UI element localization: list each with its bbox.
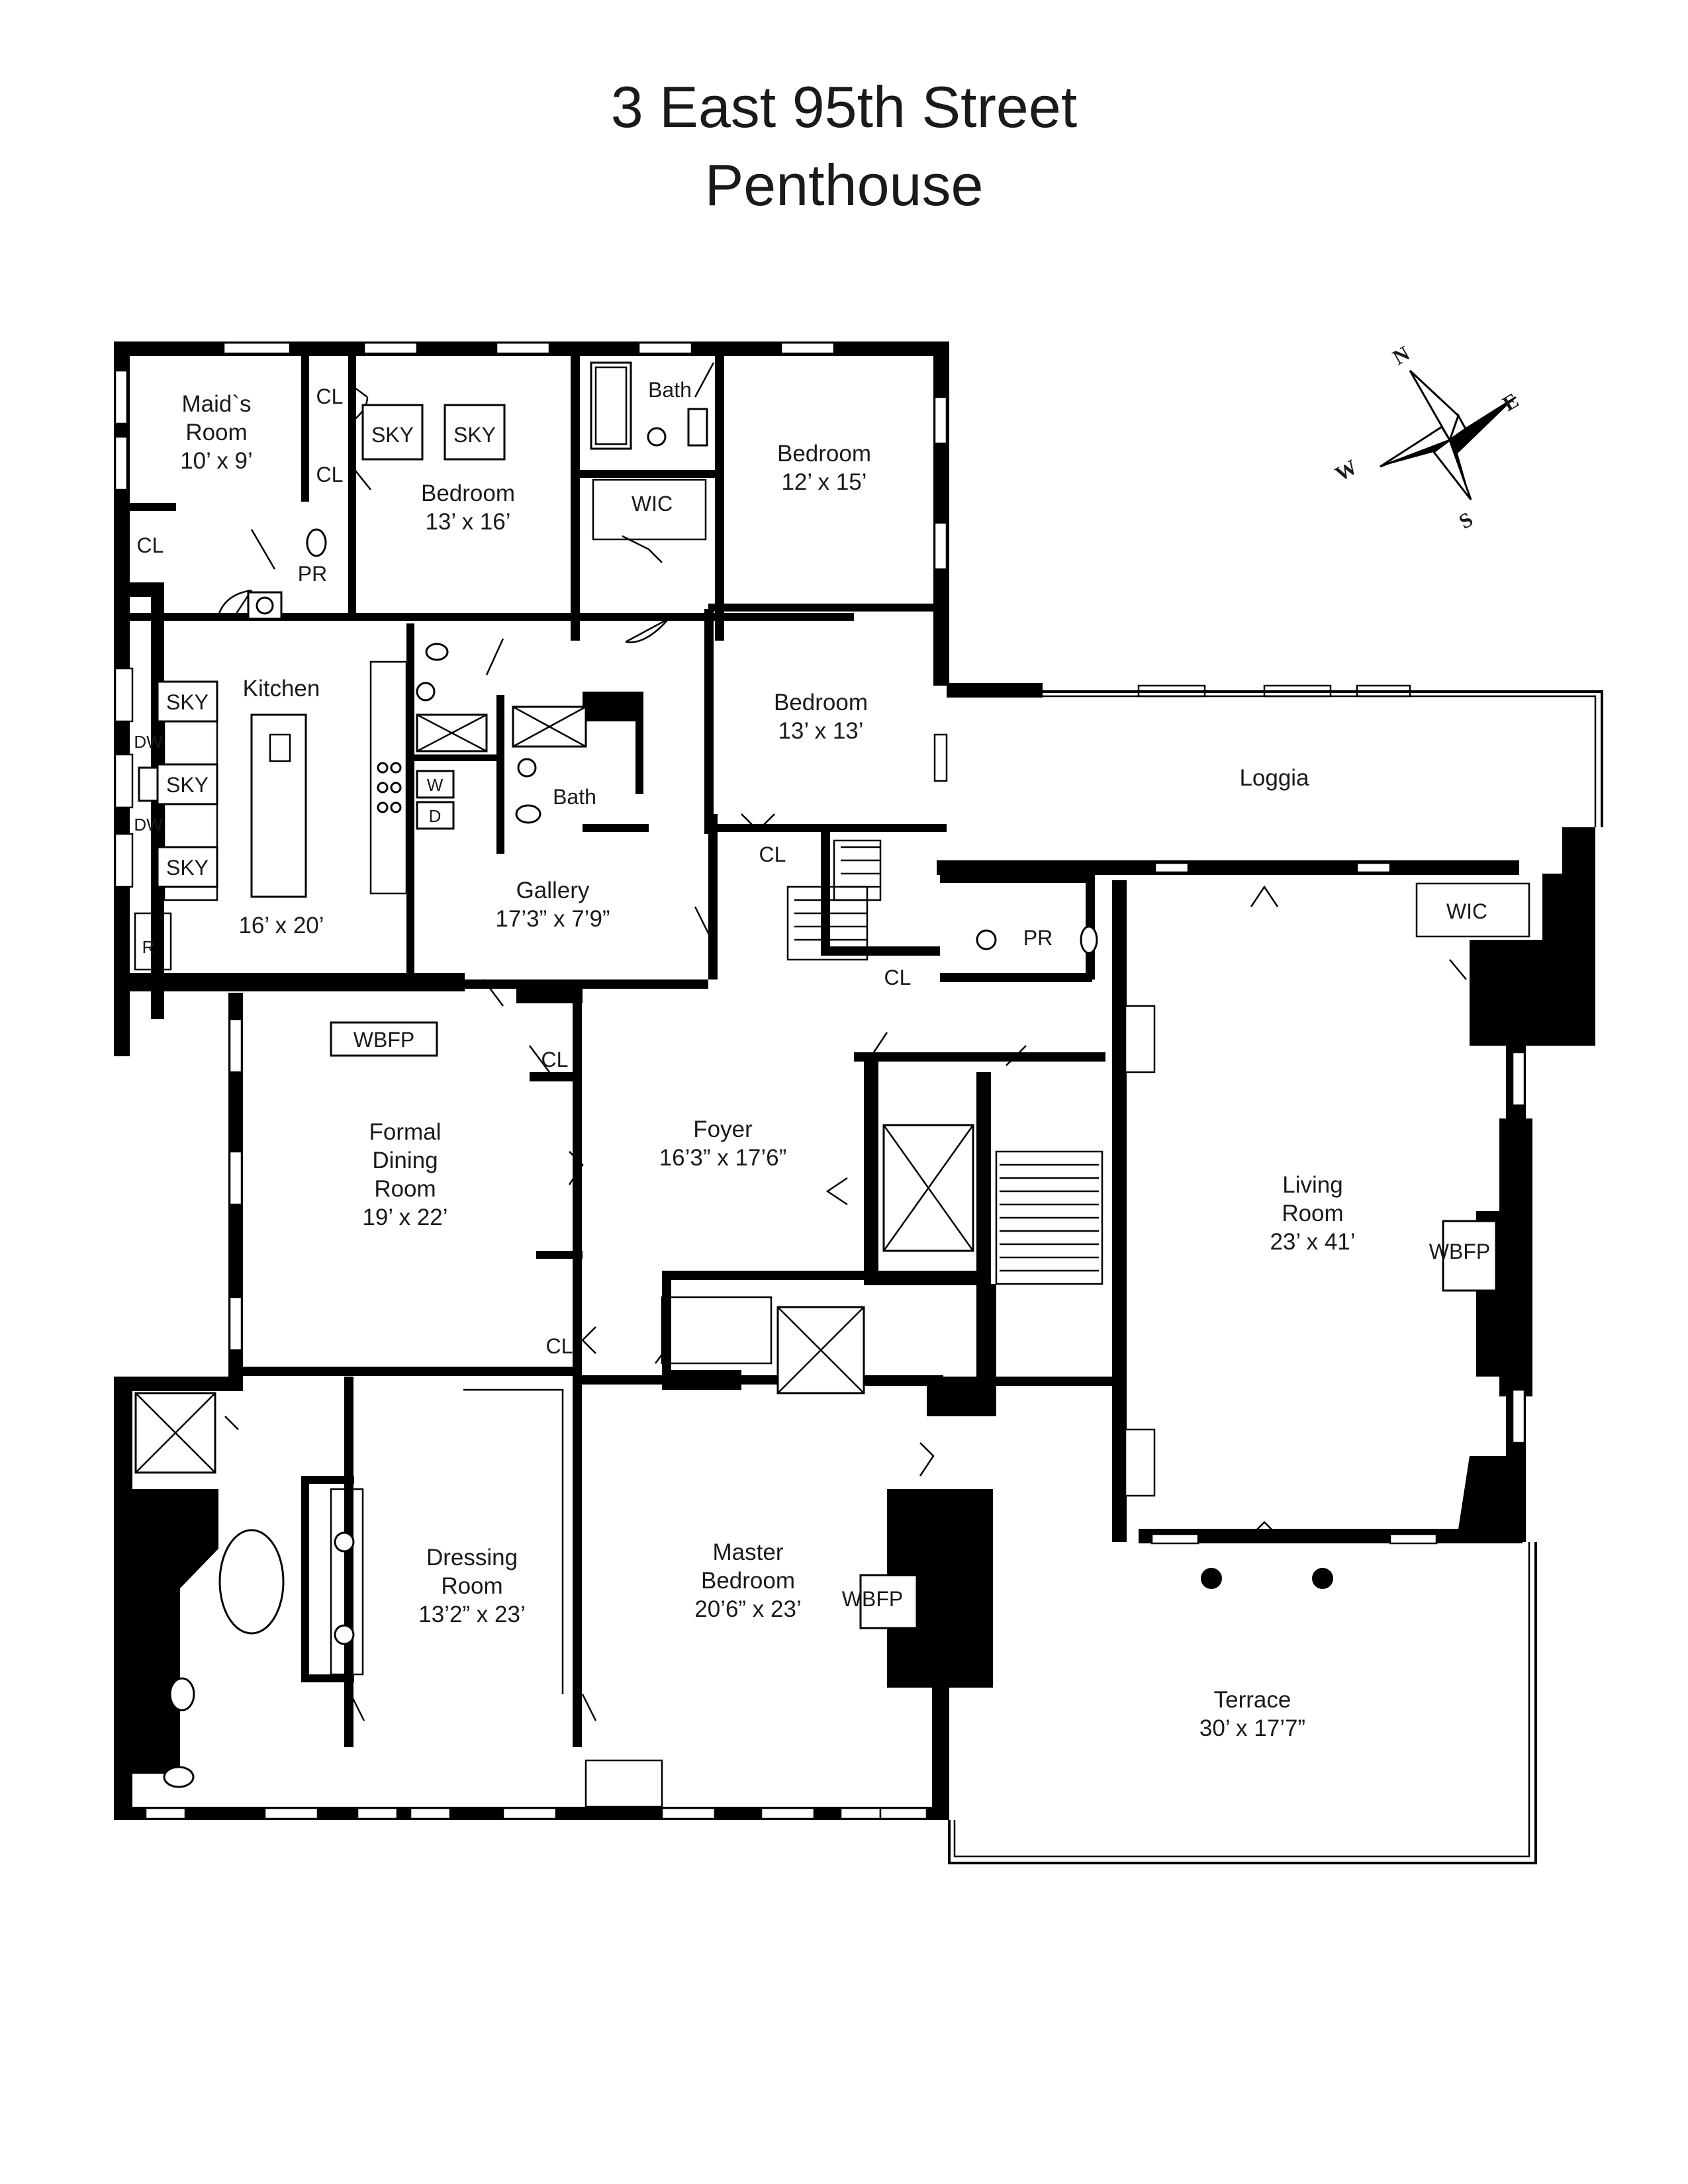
- skylight-label: SKY: [166, 856, 209, 880]
- fixtures: [134, 361, 1530, 1808]
- dishwasher-label: DW: [134, 815, 163, 835]
- maids-room-name2: Room: [185, 420, 247, 445]
- living-room-name1: Living: [1282, 1172, 1342, 1198]
- powder-room-label: PR: [298, 562, 327, 586]
- bedroom-1-size: 13’ x 16’: [425, 509, 510, 535]
- fireplace-label: WBFP: [842, 1587, 903, 1611]
- doors: [217, 362, 1467, 1721]
- room-labels: Maid`s Room 10’ x 9’ Bedroom 13’ x 16’ B…: [180, 391, 1355, 1741]
- dressing-room-size: 13’2” x 23’: [418, 1602, 525, 1627]
- formal-dining-name3: Room: [374, 1176, 436, 1202]
- dressing-room-name2: Room: [441, 1573, 502, 1599]
- bedroom-2-name: Bedroom: [777, 441, 871, 467]
- elevator-shafts: [776, 1124, 974, 1394]
- bath-label: Bath: [648, 378, 692, 402]
- fireplace-label: WBFP: [353, 1028, 414, 1052]
- plan-title-line2: Penthouse: [705, 152, 984, 218]
- master-bedroom-size: 20’6” x 23’: [694, 1596, 801, 1622]
- dishwasher-label: DW: [134, 732, 163, 752]
- powder-room-label: PR: [1023, 926, 1053, 950]
- formal-dining-size: 19’ x 22’: [362, 1205, 447, 1230]
- closet-label: CL: [137, 533, 164, 557]
- outdoor-outlines: [947, 690, 1603, 1864]
- closet-label: CL: [546, 1334, 573, 1358]
- gallery-name: Gallery: [516, 878, 590, 903]
- compass-south-label: S: [1455, 507, 1477, 533]
- foyer-name: Foyer: [693, 1116, 753, 1142]
- skylight-label: SKY: [166, 773, 209, 797]
- gallery-size: 17’3” x 7’9”: [495, 906, 610, 932]
- skylight-label: SKY: [166, 690, 209, 714]
- bedroom-2-size: 12’ x 15’: [781, 469, 867, 495]
- plan-title-line1: 3 East 95th Street: [611, 74, 1077, 140]
- terrace-size: 30’ x 17’7”: [1199, 1715, 1305, 1741]
- walk-in-closet-label: WIC: [1446, 899, 1487, 923]
- maids-room-name1: Maid`s: [181, 391, 251, 417]
- closet-label: CL: [316, 463, 344, 486]
- loggia-name: Loggia: [1239, 765, 1309, 791]
- bedroom-3-name: Bedroom: [774, 690, 868, 715]
- fixture-labels: CL CL CL CL CL CL CL SKY SKY SKY SKY SKY…: [134, 378, 1490, 1611]
- washer-label: W: [427, 775, 444, 795]
- bedroom-3-size: 13’ x 13’: [778, 718, 863, 744]
- foyer-size: 16’3” x 17’6”: [659, 1145, 787, 1171]
- dressing-room-name1: Dressing: [426, 1545, 518, 1570]
- closet-label: CL: [884, 966, 912, 989]
- master-bedroom-name2: Bedroom: [701, 1568, 795, 1594]
- closet-label: CL: [541, 1048, 569, 1071]
- living-room-name2: Room: [1282, 1201, 1343, 1226]
- compass-east-label: E: [1499, 388, 1523, 416]
- walk-in-closet-label: WIC: [632, 492, 673, 516]
- compass-west-label: W: [1331, 455, 1362, 486]
- refrigerator-label: R: [142, 937, 155, 957]
- terrace-name: Terrace: [1214, 1687, 1291, 1713]
- formal-dining-name2: Dining: [372, 1148, 438, 1173]
- compass-north-label: N: [1389, 341, 1414, 369]
- bedroom-1-name: Bedroom: [421, 480, 515, 506]
- closet-label: CL: [316, 385, 344, 408]
- kitchen-size: 16’ x 20’: [238, 913, 324, 938]
- fireplace-label: WBFP: [1429, 1240, 1490, 1263]
- stairs: [786, 839, 1103, 1285]
- dryer-label: D: [429, 806, 442, 826]
- skylight-label: SKY: [453, 423, 496, 447]
- living-room-size: 23’ x 41’: [1270, 1229, 1355, 1255]
- compass-rose-icon: [1380, 369, 1517, 500]
- skylight-label: SKY: [371, 423, 414, 447]
- maids-room-size: 10’ x 9’: [180, 448, 253, 474]
- formal-dining-name1: Formal: [369, 1119, 442, 1145]
- master-bedroom-name1: Master: [713, 1539, 784, 1565]
- kitchen-name: Kitchen: [243, 676, 320, 702]
- closet-label: CL: [759, 842, 786, 866]
- bath-label: Bath: [553, 785, 596, 809]
